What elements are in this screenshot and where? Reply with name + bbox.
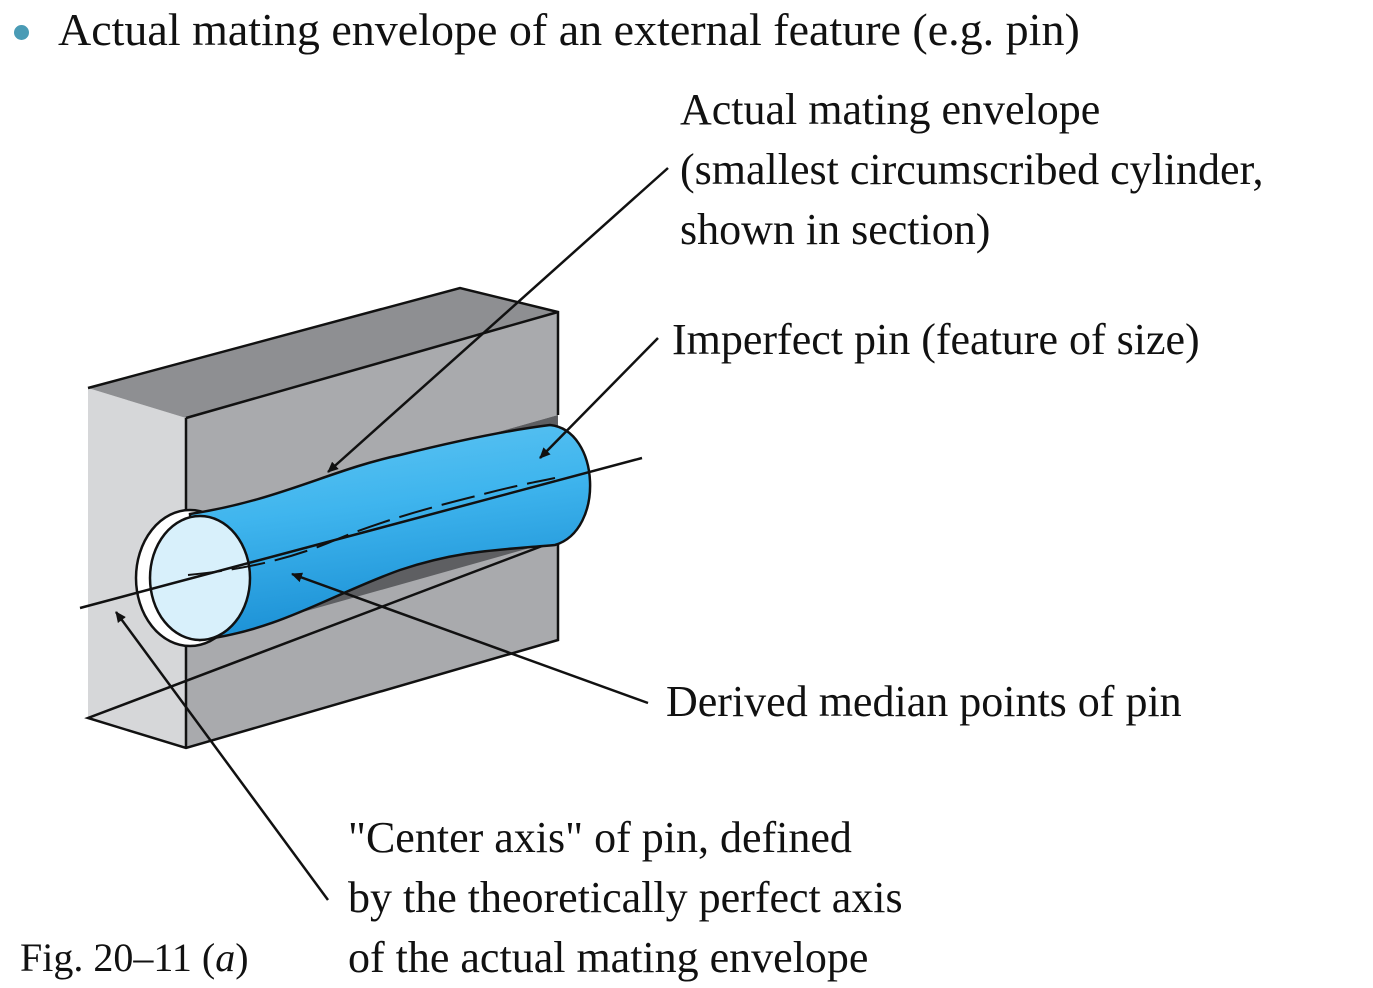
figure-prefix: Fig. 20–11 ( — [20, 935, 216, 980]
leader-envelope — [327, 167, 669, 473]
leader-pin — [539, 337, 659, 459]
label-line: shown in section) — [680, 205, 991, 254]
label-line: of the actual mating envelope — [348, 933, 869, 982]
block-top-face — [88, 288, 558, 418]
bullet-dot — [14, 25, 29, 40]
figure-caption: Fig. 20–11 (a) — [20, 932, 249, 984]
leader-axis — [114, 611, 330, 901]
label-line: (smallest circumscribed cylinder, — [680, 145, 1264, 194]
label-line: Derived median points of pin — [666, 677, 1182, 726]
imperfect-pin-body — [188, 423, 592, 642]
label-actual-mating-envelope: Actual mating envelope (smallest circums… — [680, 80, 1263, 260]
label-center-axis: "Center axis" of pin, defined by the the… — [348, 808, 903, 988]
derived-median-curve — [187, 477, 556, 576]
label-line: Actual mating envelope — [680, 85, 1101, 134]
center-axis-line — [79, 456, 643, 610]
label-line: "Center axis" of pin, defined — [348, 813, 852, 862]
block-outline — [84, 286, 560, 750]
label-line: by the theoretically perfect axis — [348, 873, 903, 922]
label-line: Imperfect pin (feature of size) — [672, 315, 1200, 364]
label-derived-median-points: Derived median points of pin — [666, 672, 1182, 732]
leader-median — [291, 572, 649, 705]
figure-letter: a — [215, 935, 236, 980]
figure-suffix: ) — [235, 935, 249, 980]
block-lower-side-face — [186, 540, 558, 748]
label-imperfect-pin: Imperfect pin (feature of size) — [672, 310, 1200, 370]
pin-end-face — [148, 514, 252, 642]
slide-heading: Actual mating envelope of an external fe… — [58, 4, 1080, 55]
block-upper-side-face — [186, 312, 558, 520]
